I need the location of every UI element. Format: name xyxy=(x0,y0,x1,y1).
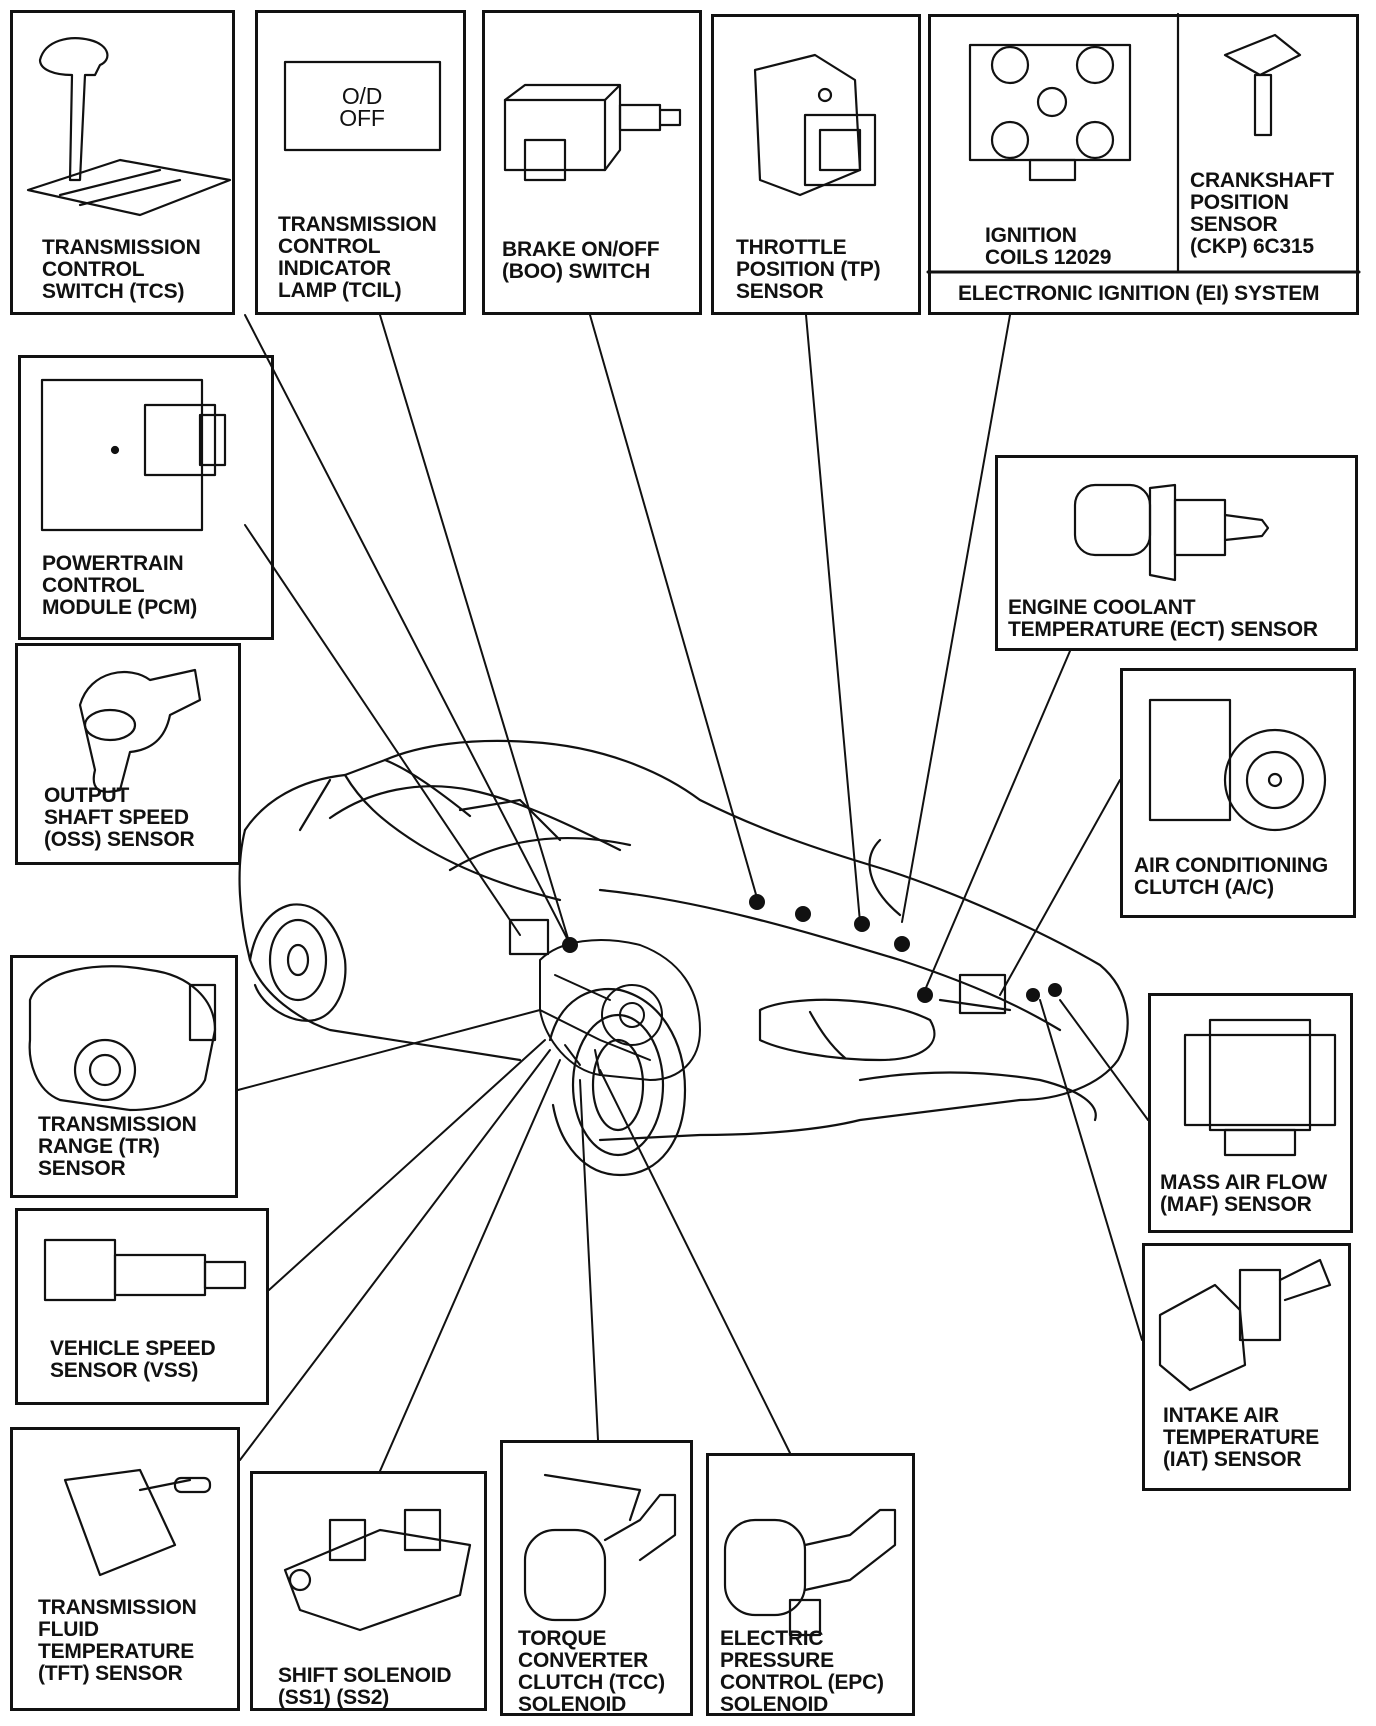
tft-art xyxy=(63,1468,212,1577)
maf-art xyxy=(1183,1018,1337,1157)
tp-label: THROTTLE POSITION (TP) SENSOR xyxy=(736,236,881,303)
iat-label: INTAKE AIR TEMPERATURE (IAT) SENSOR xyxy=(1163,1404,1320,1471)
iat-box xyxy=(1142,1243,1351,1491)
ect-box xyxy=(995,455,1358,651)
tcil-box xyxy=(255,10,466,315)
tcc-box xyxy=(500,1440,693,1716)
leader-lines xyxy=(237,314,1149,1472)
pcm-label: POWERTRAIN CONTROL MODULE (PCM) xyxy=(42,552,198,619)
ei-system-box xyxy=(928,14,1359,315)
tcil-lamp-frame xyxy=(283,60,442,152)
ect-label: ENGINE COOLANT TEMPERATURE (ECT) SENSOR xyxy=(1008,596,1318,641)
car-maf-part xyxy=(508,918,1007,1015)
vss-label: VEHICLE SPEED SENSOR (VSS) xyxy=(50,1337,216,1382)
location-dots xyxy=(562,894,1062,1003)
ckp-art xyxy=(1223,33,1302,137)
epc-art xyxy=(723,1508,897,1637)
boo-label: BRAKE ON/OFF (BOO) SWITCH xyxy=(502,238,660,283)
tr-label: TRANSMISSION RANGE (TR) SENSOR xyxy=(38,1113,197,1180)
ac-label: AIR CONDITIONING CLUTCH (A/C) xyxy=(1134,854,1328,899)
car-illustration xyxy=(238,739,1129,1177)
tcil-label: TRANSMISSION CONTROL INDICATOR LAMP (TCI… xyxy=(278,213,437,302)
oss-box xyxy=(15,643,241,865)
tcc-label: TORQUE CONVERTER CLUTCH (TCC) SOLENOID xyxy=(518,1627,665,1716)
tcc-art xyxy=(523,1473,677,1622)
ignition-coil-art xyxy=(968,43,1132,182)
pcm-box xyxy=(18,355,274,640)
ei-system-label: ELECTRONIC IGNITION (EI) SYSTEM xyxy=(958,282,1320,305)
iat-art xyxy=(1158,1258,1332,1392)
tcil-lamp-text: O/D OFF xyxy=(339,83,385,131)
maf-label: MASS AIR FLOW (MAF) SENSOR xyxy=(1160,1171,1327,1216)
tr-art xyxy=(28,965,217,1112)
boo-box xyxy=(482,10,702,315)
ac-box xyxy=(1120,668,1356,918)
tr-box xyxy=(10,955,238,1198)
epc-box xyxy=(706,1453,915,1716)
tcs-box xyxy=(10,10,235,315)
ignition-coils-label: IGNITION COILS 12029 xyxy=(985,224,1112,269)
oss-label: OUTPUT SHAFT SPEED (OSS) SENSOR xyxy=(44,784,195,851)
ckp-label: CRANKSHAFT POSITION SENSOR (CKP) 6C315 xyxy=(1190,169,1334,258)
ac-art xyxy=(1148,698,1327,832)
maf-box xyxy=(1148,993,1353,1233)
ss-label: SHIFT SOLENOID (SS1) (SS2) xyxy=(278,1664,452,1709)
ect-art xyxy=(1073,483,1270,582)
ss-art xyxy=(283,1508,472,1632)
tft-label: TRANSMISSION FLUID TEMPERATURE (TFT) SEN… xyxy=(38,1596,197,1685)
ss-box xyxy=(250,1471,487,1711)
pcm-art xyxy=(40,378,227,532)
tp-art xyxy=(753,53,877,197)
tp-box xyxy=(711,14,921,315)
epc-label: ELECTRIC PRESSURE CONTROL (EPC) SOLENOID xyxy=(720,1627,884,1716)
transmission-illustration xyxy=(539,939,701,1081)
tft-box xyxy=(10,1427,240,1711)
boo-art xyxy=(503,83,682,182)
tcs-art xyxy=(26,37,232,217)
oss-art xyxy=(78,668,202,793)
tcs-label: TRANSMISSION CONTROL SWITCH (TCS) xyxy=(42,236,201,303)
vss-art xyxy=(43,1238,247,1302)
